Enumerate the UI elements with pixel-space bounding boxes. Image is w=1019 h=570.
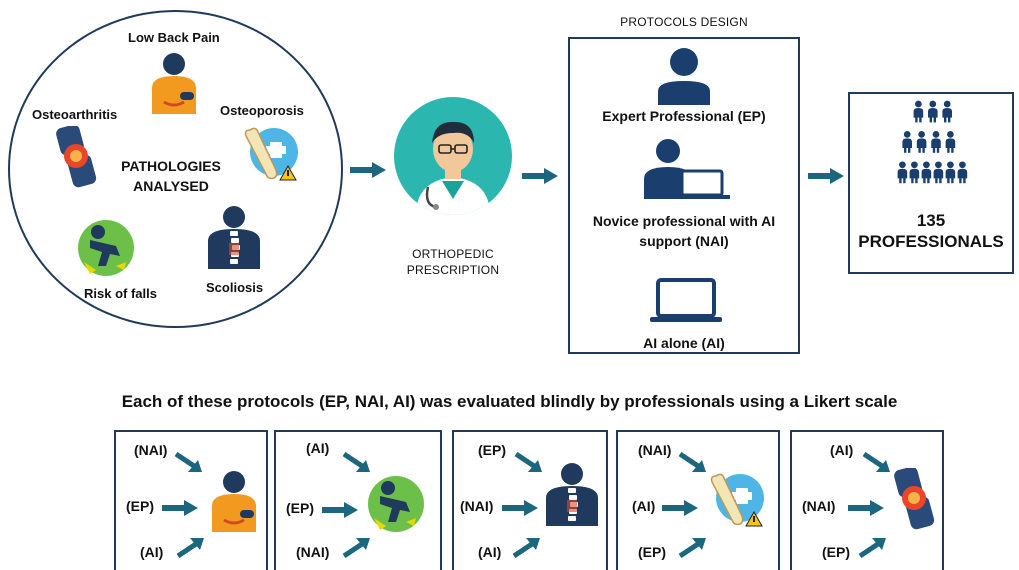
evaluation-box-3: (EP) (NAI) (AI) [452,430,608,570]
group-of-people-icon [897,100,968,184]
evaluation-box-5: (AI) (NAI) (EP) [790,430,944,570]
flow-arrow-3 [808,168,844,184]
eval-tag: (NAI) [460,498,494,514]
eval-tag: (AI) [140,544,164,560]
evaluation-box-2: (AI) (EP) (NAI) [274,430,442,570]
prescription-label: ORTHOPEDIC PRESCRIPTION [406,247,500,277]
pathology-label-osteoarthritis: Osteoarthritis [32,107,118,122]
protocol-expert-label: Expert Professional (EP) [602,108,766,124]
arrow-icon [678,536,708,558]
eval-tag: (EP) [638,544,666,560]
arrow-icon [174,452,204,474]
expert-person-icon [658,48,710,105]
flow-arrow-1 [350,162,386,178]
falling-person-icon [78,220,134,276]
eval-tag: (EP) [286,500,314,516]
novice-with-laptop-icon [644,139,730,199]
protocols-box: Expert Professional (EP) Novice professi… [568,37,800,354]
pathology-label-osteoporosis: Osteoporosis [220,103,304,118]
arrow-icon [176,536,206,558]
back-pain-icon [150,52,198,116]
pathology-label-risk-of-falls: Risk of falls [84,286,157,301]
eval-tag: (AI) [632,498,656,514]
pathology-label-scoliosis: Scoliosis [206,280,264,295]
eval-tag: (AI) [306,440,330,456]
eval-tag: (NAI) [638,442,672,458]
arrow-icon [342,452,372,474]
arrow-icon [342,536,372,558]
arrow-icon [662,500,698,516]
bone-icon [244,127,299,181]
spine-icon [546,463,598,526]
professionals-box: 135 PROFESSIONALS [848,92,1014,274]
arrow-icon [162,500,198,516]
falling-person-icon [368,476,424,532]
flow-arrow-2 [522,168,558,184]
eval-tag: (EP) [822,544,850,560]
spine-icon [208,206,260,269]
pathologies-circle [8,10,343,328]
arrow-icon [512,536,542,558]
pathology-label-low-back-pain: Low Back Pain [128,30,220,45]
arrow-icon [858,536,888,558]
arrow-icon [848,500,884,516]
eval-tag: (AI) [478,544,502,560]
eval-tag: (AI) [830,442,854,458]
protocol-nai-label: Novice professional with AI support (NAI… [592,213,776,249]
protocol-ai-label: AI alone (AI) [643,335,725,351]
arrow-icon [322,502,358,518]
evaluation-box-4: (NAI) (AI) (EP) [616,430,780,570]
doctor-avatar [394,97,512,215]
arrow-icon [514,452,544,474]
evaluation-headline: Each of these protocols (EP, NAI, AI) wa… [121,392,898,411]
back-pain-icon [210,470,258,534]
bone-icon [710,473,765,527]
eval-tag: (NAI) [296,544,330,560]
knee-joint-icon [54,126,98,189]
pathologies-center-title: PATHOLOGIES ANALYSED [121,158,221,194]
arrow-icon [502,500,538,516]
protocols-title: PROTOCOLS DESIGN [620,15,748,29]
laptop-icon [650,278,722,322]
evaluation-box-1: (NAI) (EP) (AI) [114,430,268,570]
professionals-label: 135 PROFESSIONALS [858,211,1004,251]
eval-tag: (EP) [126,498,154,514]
eval-tag: (NAI) [802,498,836,514]
knee-joint-icon [892,468,936,531]
eval-tag: (EP) [478,442,506,458]
eval-tag: (NAI) [134,442,168,458]
